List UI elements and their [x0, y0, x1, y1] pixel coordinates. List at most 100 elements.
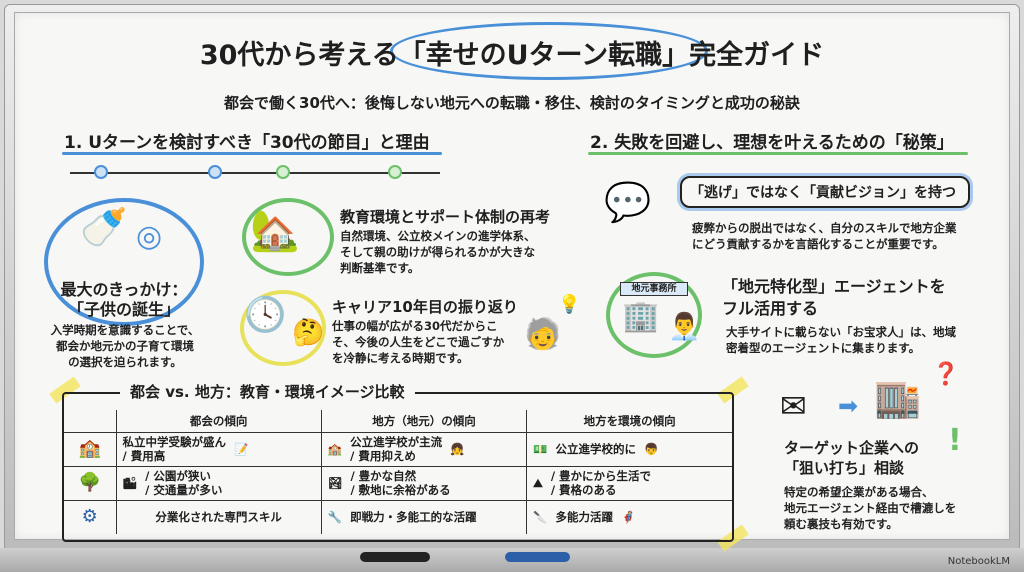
vision-title: 「逃げ」ではなく「貢献ビジョン」を持つ: [690, 185, 956, 201]
table-cell: 🏙 / 公園が狭い/ 交通量が多い: [116, 466, 322, 501]
agent-body: 大手サイトに載らない「お宝求人」は、地域密着型のエージェントに集まります。: [726, 324, 956, 356]
timeline-dot: [388, 165, 402, 179]
table-header-row: 都会の傾向地方（地元）の傾向地方を環境の傾向: [64, 410, 732, 433]
text-line: 特定の希望企業がある場合、: [784, 485, 934, 499]
table-row: ⚙ 分業化された専門スキル 🔧即戦力・多能工的な活躍 🔪多能力活躍🦸: [64, 500, 732, 534]
text-line: 密着型のエージェントに集まります。: [726, 341, 921, 355]
school-icon: 🏫: [64, 432, 117, 467]
page-title: 30代から考える「幸せのUターン転職」完全ガイド: [199, 40, 825, 71]
table-cell: 🔧即戦力・多能工的な活躍: [321, 500, 528, 534]
baby-bottle-icon: 🍼: [80, 205, 128, 249]
mountains-icon: ⛰: [533, 476, 543, 490]
section2-heading: 2. 失敗を回避し、理想を叶えるための「秘策」: [590, 133, 954, 153]
text-line: / 費格のある: [550, 483, 617, 497]
main-reason-circle: [44, 198, 204, 326]
career-title: キャリア10年目の振り返り: [332, 298, 518, 316]
cape-icon: 🦸: [620, 510, 636, 525]
pacifier-icon: ◎: [136, 219, 163, 254]
wrench-gear-icon: 🔧: [327, 510, 343, 525]
text-line: 自然環境、公立校メインの進学体系、: [340, 229, 536, 243]
main-reason-body: 入学時期を意識することで、都会か地元かの子育て環境の選択を迫られます。: [30, 322, 220, 370]
agent-person-icon: 👨‍💼: [668, 312, 701, 342]
text-line: 頼む裏技も有効です。: [784, 517, 898, 531]
text-line: にどう貢献するかを言語化することが重要です。: [692, 237, 944, 251]
text-line: 都会か地元かの子育て環境: [56, 339, 194, 353]
education-body: 自然環境、公立校メインの進学体系、そして親の助けが得られるかが大きな判断基準です…: [340, 228, 536, 276]
main-reason-title: 最大のきっかけ：「子供の誕生」: [44, 280, 204, 320]
city-icon: 🏙: [122, 476, 138, 490]
senior-person-icon: 🧓: [524, 317, 562, 352]
page-subtitle: 都会で働く30代へ：後悔しない地元への転職・移住、検討のタイミングと成功の秘訣: [224, 94, 800, 112]
envelope-icon: ✉: [780, 387, 807, 425]
nature-river-icon: 🏞: [327, 476, 343, 490]
text-line: 「狙い打ち」相談: [784, 459, 905, 477]
text-line: 「地元特化型」エージェントを: [722, 277, 946, 296]
text-line: ターゲット企業への: [784, 439, 920, 457]
timeline: [70, 172, 440, 174]
lightbulb-icon: 💡: [558, 294, 581, 315]
school-building-icon: 🏫: [327, 442, 343, 456]
section2-underline: [588, 152, 968, 155]
timeline-dot: [94, 165, 108, 179]
target-body: 特定の希望企業がある場合、地元エージェント経由で槽漉しを頼む裏技も有効です。: [784, 484, 956, 532]
column-header: 地方を環境の傾向: [526, 410, 732, 433]
text-line: そして親の助けが得られるかが大きな: [340, 245, 536, 259]
tree-icon: 🌳: [64, 466, 117, 501]
table-cell: 💵公立進学校的に👦: [526, 432, 732, 467]
header-icon-col: [64, 410, 117, 433]
agent-title: 「地元特化型」エージェントをフル活用する: [722, 276, 946, 320]
text-line: / 公園が狭い: [145, 469, 211, 483]
gear-icon: ⚙: [64, 500, 117, 534]
office-sign: 地元事務所: [620, 282, 688, 296]
comparison-grid: 都会の傾向地方（地元）の傾向地方を環境の傾向 🏫 私立中学受験が盛ん/ 費用高 📝…: [64, 410, 732, 534]
speech-bubbles-icon: 💬: [604, 180, 652, 224]
table-row: 🏫 私立中学受験が盛ん/ 費用高 📝 🏫 公立進学校が主流/ 費用抑えめ 👧 💵公立進…: [64, 432, 732, 467]
table-cell: 分業化された専門スキル: [116, 500, 322, 534]
office-building-icon: 🏢: [622, 299, 660, 334]
text-line: / 費用抑えめ: [350, 449, 416, 463]
text-line: の選択を迫られます。: [68, 355, 182, 369]
agent-circle: [606, 272, 702, 358]
text-line: 入学時期を意識することで、: [50, 323, 200, 337]
vision-body: 疲弊からの脱出ではなく、自分のスキルで地方企業にどう貢献するかを言語化することが…: [692, 220, 957, 252]
vision-callout: [680, 176, 970, 208]
target-title: ターゲット企業への「狙い打ち」相談: [784, 438, 919, 478]
section1-heading: 1. Uターンを検討すべき「30代の節目」と理由: [64, 133, 430, 153]
text-line: 公立進学校が主流: [350, 435, 443, 449]
career-circle: [240, 290, 326, 366]
text-line: / 交通量が多い: [145, 483, 223, 497]
table-cell: ⛰ / 豊かにから生活で/ 費格のある: [526, 466, 732, 501]
student-icon: 👧: [450, 442, 465, 456]
thinking-person-icon: 🤔: [292, 318, 325, 348]
main-reason-title-line: 最大のきっかけ：: [60, 280, 188, 299]
text-line: 判断基準です。: [340, 261, 420, 275]
section1-underline: [62, 152, 442, 155]
education-title: 教育環境とサポート体制の再考: [340, 208, 551, 226]
title-highlight-ring: [390, 22, 708, 80]
timeline-dot: [208, 165, 222, 179]
text-line: 私立中学受験が盛ん: [122, 435, 227, 449]
text-line: そ、今後の人生をどこで過ごすか: [332, 335, 505, 349]
column-header: 地方（地元）の傾向: [321, 410, 528, 433]
text-line: / 費用高: [122, 449, 166, 463]
text-line: フル活用する: [722, 299, 819, 318]
text-line: を冷静に考える時期です。: [332, 351, 469, 365]
table-cell: 🔪多能力活躍🦸: [527, 500, 732, 534]
clock-icon: 🕓: [244, 295, 287, 335]
marker-black: [360, 552, 430, 562]
text-line: 疲弊からの脱出ではなく、自分のスキルで地方企業: [692, 221, 957, 235]
money-icon: 💵: [533, 442, 548, 456]
exam-paper-icon: 📝: [234, 442, 249, 456]
text-line: / 敷地に余裕がある: [350, 483, 451, 497]
company-building-icon: 🏬: [874, 376, 922, 420]
notebooklm-logo: NotebookLM: [947, 556, 1010, 567]
text-line: / 豊かにから生活で: [550, 469, 652, 483]
table-row: 🌳 🏙 / 公園が狭い/ 交通量が多い 🏞 / 豊かな自然/ 敷地に余裕がある ⛰ /…: [64, 466, 732, 501]
text-line: 仕事の幅が広がる30代だからこ: [332, 319, 498, 333]
career-body: 仕事の幅が広がる30代だからこそ、今後の人生をどこで過ごすかを冷静に考える時期で…: [332, 318, 504, 366]
student-icon: 👦: [643, 442, 659, 456]
marker-blue: [505, 552, 570, 562]
text-line: / 豊かな自然: [350, 469, 417, 483]
exclamation-icon: !: [948, 423, 962, 458]
comparison-title: 都会 vs. 地方：教育・環境イメージ比較: [120, 381, 415, 402]
